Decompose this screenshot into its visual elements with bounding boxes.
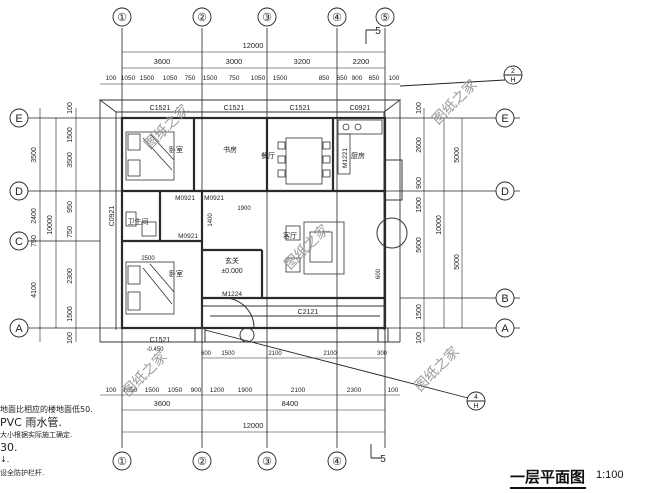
armchair [285,225,301,241]
dining-chairs [277,141,331,178]
coffee-table [309,231,333,263]
section-cut-bottom [370,444,381,459]
note-line: 大小根据实际施工确定. [0,431,73,439]
kitchen-counter [337,119,383,135]
title-underline [510,487,586,489]
note-line: 30. [0,440,18,454]
porch-column-right [377,327,389,343]
note-line: ↓. [0,455,10,464]
kitchen-counter-side [337,133,351,175]
axis-bubbles [9,7,523,471]
pillow [127,133,141,151]
roof-eave-top [98,99,402,113]
entry-door-swing [223,297,255,329]
front-porch [201,305,386,343]
stove-burner [354,123,362,131]
note-line: 设全防护栏杆. [0,468,45,477]
section-cut-top [365,29,376,44]
dining-table [285,137,323,185]
exterior-walls [120,116,387,330]
drawing-title: 一层平面图 [510,468,586,486]
wall-arc-mark [376,217,408,249]
sub-axis-leader [204,329,469,399]
pillow [127,159,141,177]
kitchen-chimney [383,159,403,201]
dimension-lines [39,51,463,433]
stove-burner [342,123,350,131]
rain-pipe-mark [239,327,255,343]
design-notes: 地面比相应的楼地面低50. PVC 雨水管. 大小根据实际施工确定. 30. ↓… [0,404,120,479]
sub-axis-leader [399,79,506,87]
pillow [127,265,141,285]
porch-column-left [194,327,206,343]
drawing-title-block: 一层平面图 1:100 [510,466,650,492]
bed-blanket [142,263,175,305]
drawing-scale: 1:100 [596,469,624,481]
armchair [285,257,301,273]
note-line: 地面比相应的楼地面低50. [0,405,93,414]
toilet [125,211,137,227]
pillow [127,291,141,311]
note-line: PVC 雨水管. [0,415,62,429]
bed-bottom-bedroom [125,261,175,315]
wash-basin [141,221,157,237]
bed-top-bedroom [125,131,175,181]
bed-blanket [142,133,175,171]
living-sofa-table [303,221,345,275]
